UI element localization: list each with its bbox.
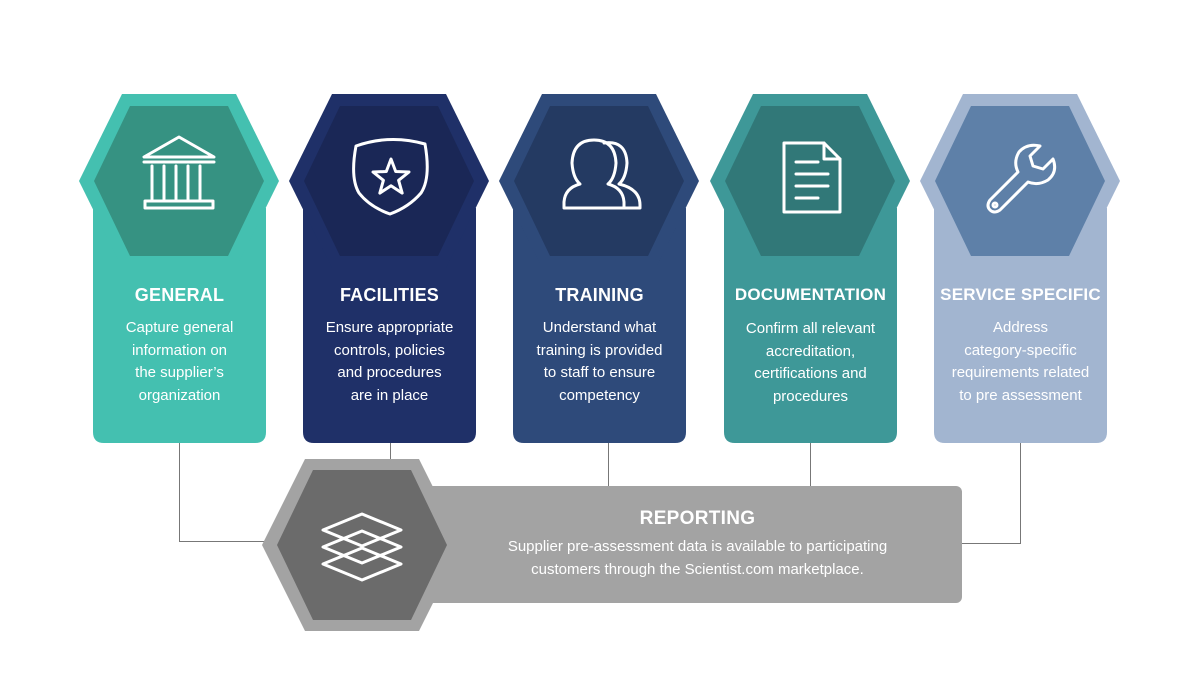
- card-documentation-description: Confirm all relevant accreditation, cert…: [724, 318, 897, 408]
- description-line: information on: [131, 341, 228, 359]
- description-line: the supplier’s: [135, 364, 224, 381]
- layers-icon: [321, 512, 403, 582]
- card-training-title: TRAINING: [555, 285, 644, 305]
- card-facilities-description: Ensure appropriate controls, policies an…: [303, 317, 476, 407]
- description-line: Ensure appropriate: [325, 319, 454, 336]
- users-icon: [562, 138, 642, 210]
- description-line: competency: [559, 386, 640, 404]
- description-line: organization: [138, 386, 221, 404]
- description-line: are in place: [350, 386, 429, 404]
- description-line: to pre assessment: [959, 386, 1082, 404]
- bank-building-icon: [142, 135, 216, 210]
- description-line: certifications and: [754, 365, 867, 382]
- card-general: [79, 94, 279, 443]
- card-facilities: [289, 94, 489, 443]
- description-line: training is provided: [536, 341, 663, 359]
- description-line: Understand what: [542, 319, 657, 336]
- card-service-specific-description: Address category-specific requirements r…: [934, 317, 1107, 407]
- card-service-specific-title: SERVICE SPECIFIC: [940, 285, 1101, 304]
- card-training-hex-inner: [514, 106, 684, 256]
- reporting-title: REPORTING: [639, 508, 756, 529]
- card-service-specific: [920, 94, 1120, 443]
- card-facilities-hex-inner: [304, 106, 474, 256]
- card-service-specific-hex-inner: [935, 106, 1105, 256]
- connector-general: [179, 440, 268, 542]
- card-documentation: [710, 94, 910, 443]
- star-shield-icon: [352, 137, 429, 216]
- description-line: controls, policies: [334, 341, 445, 359]
- description-line: Capture general: [125, 319, 234, 336]
- card-documentation-title: DOCUMENTATION: [734, 285, 887, 304]
- description-line: category-specific: [964, 341, 1077, 359]
- connector-lines: [179, 440, 1021, 544]
- document-icon: [782, 141, 842, 214]
- reporting-panel: [262, 459, 962, 631]
- card-facilities-title: FACILITIES: [339, 285, 439, 305]
- reporting-body: [420, 486, 962, 603]
- description-line: accreditation,: [765, 342, 856, 360]
- wrench-icon: [986, 143, 1057, 214]
- description-line: requirements related: [951, 364, 1090, 381]
- card-general-title: GENERAL: [134, 285, 225, 305]
- description-line: Confirm all relevant: [745, 320, 876, 337]
- card-general-hex-inner: [94, 106, 264, 256]
- description-line: to staff to ensure: [543, 364, 656, 381]
- connector-service: [960, 440, 1021, 544]
- card-general-description: Capture general information on the suppl…: [93, 317, 266, 407]
- description-line: Address: [992, 319, 1049, 336]
- reporting-description: Supplier pre-assessment data is availabl…: [455, 536, 940, 581]
- description-line: procedures: [772, 387, 849, 405]
- card-training: [499, 94, 699, 443]
- description-line: customers through the Scientist.com mark…: [531, 560, 864, 578]
- description-line: and procedures: [337, 364, 442, 381]
- card-training-description: Understand what training is provided to …: [513, 317, 686, 407]
- card-documentation-hex-inner: [725, 106, 895, 256]
- description-line: Supplier pre-assessment data is availabl…: [507, 538, 888, 555]
